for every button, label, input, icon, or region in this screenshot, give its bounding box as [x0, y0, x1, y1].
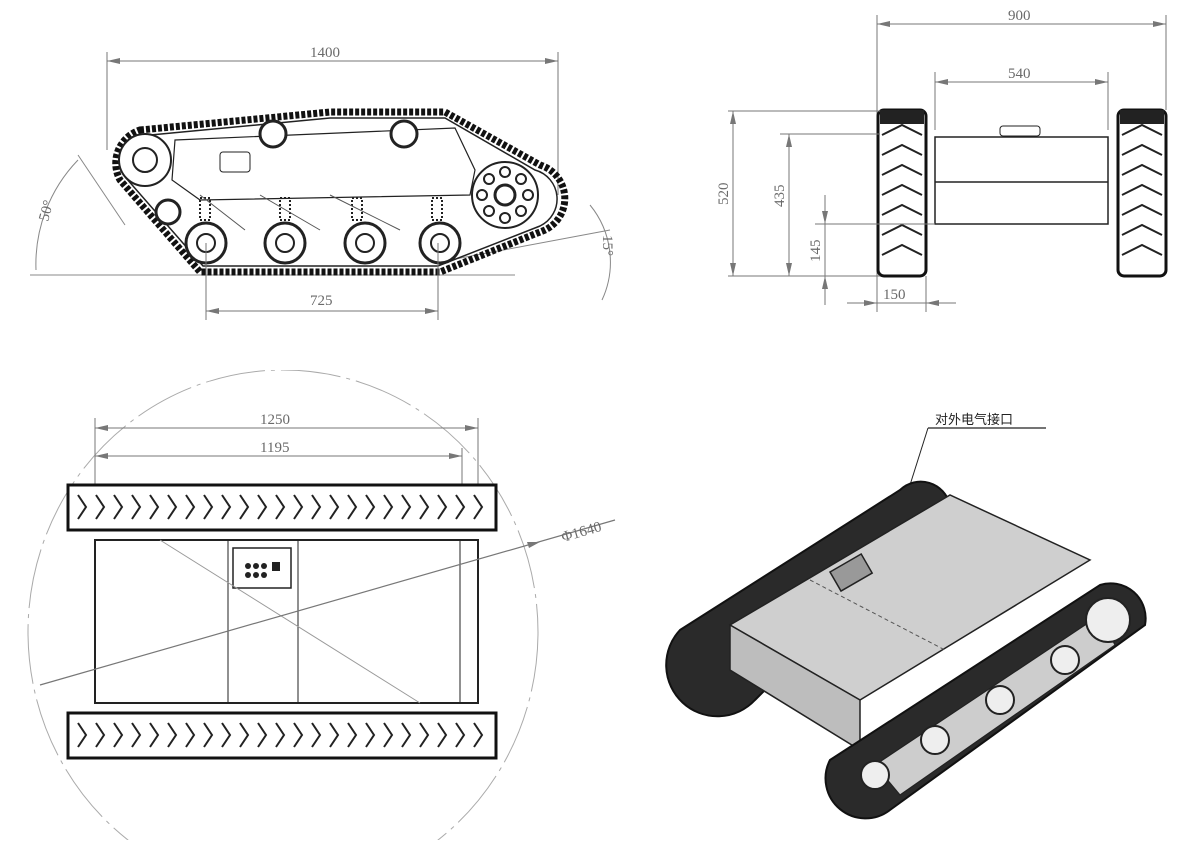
dim-ground-clearance: 145 [808, 240, 824, 263]
callout-electrical-interface: 对外电气接口 [935, 412, 1013, 428]
front-view: 900 540 520 435 145 [700, 0, 1200, 320]
dim-approach-angle: 50° [36, 199, 57, 223]
dim-track-length: 1250 [260, 412, 290, 428]
dim-overall-length: 1400 [310, 45, 340, 61]
dim-body-top-height: 435 [772, 185, 788, 208]
dim-turning-diameter: Φ1640 [560, 519, 604, 546]
side-view: 1400 50° 15° [0, 0, 620, 330]
dim-departure-angle: 15° [599, 235, 615, 256]
top-view: 1250 1195 Φ1640 [0, 370, 640, 840]
dim-track-width: 150 [883, 287, 906, 303]
dim-wheelbase: 725 [310, 293, 333, 309]
dim-overall-height: 520 [716, 183, 732, 206]
iso-view: 对外电气接口 [660, 400, 1180, 840]
dim-body-width: 540 [1008, 66, 1031, 82]
dim-overall-width: 900 [1008, 8, 1031, 24]
dim-body-length: 1195 [260, 440, 289, 456]
